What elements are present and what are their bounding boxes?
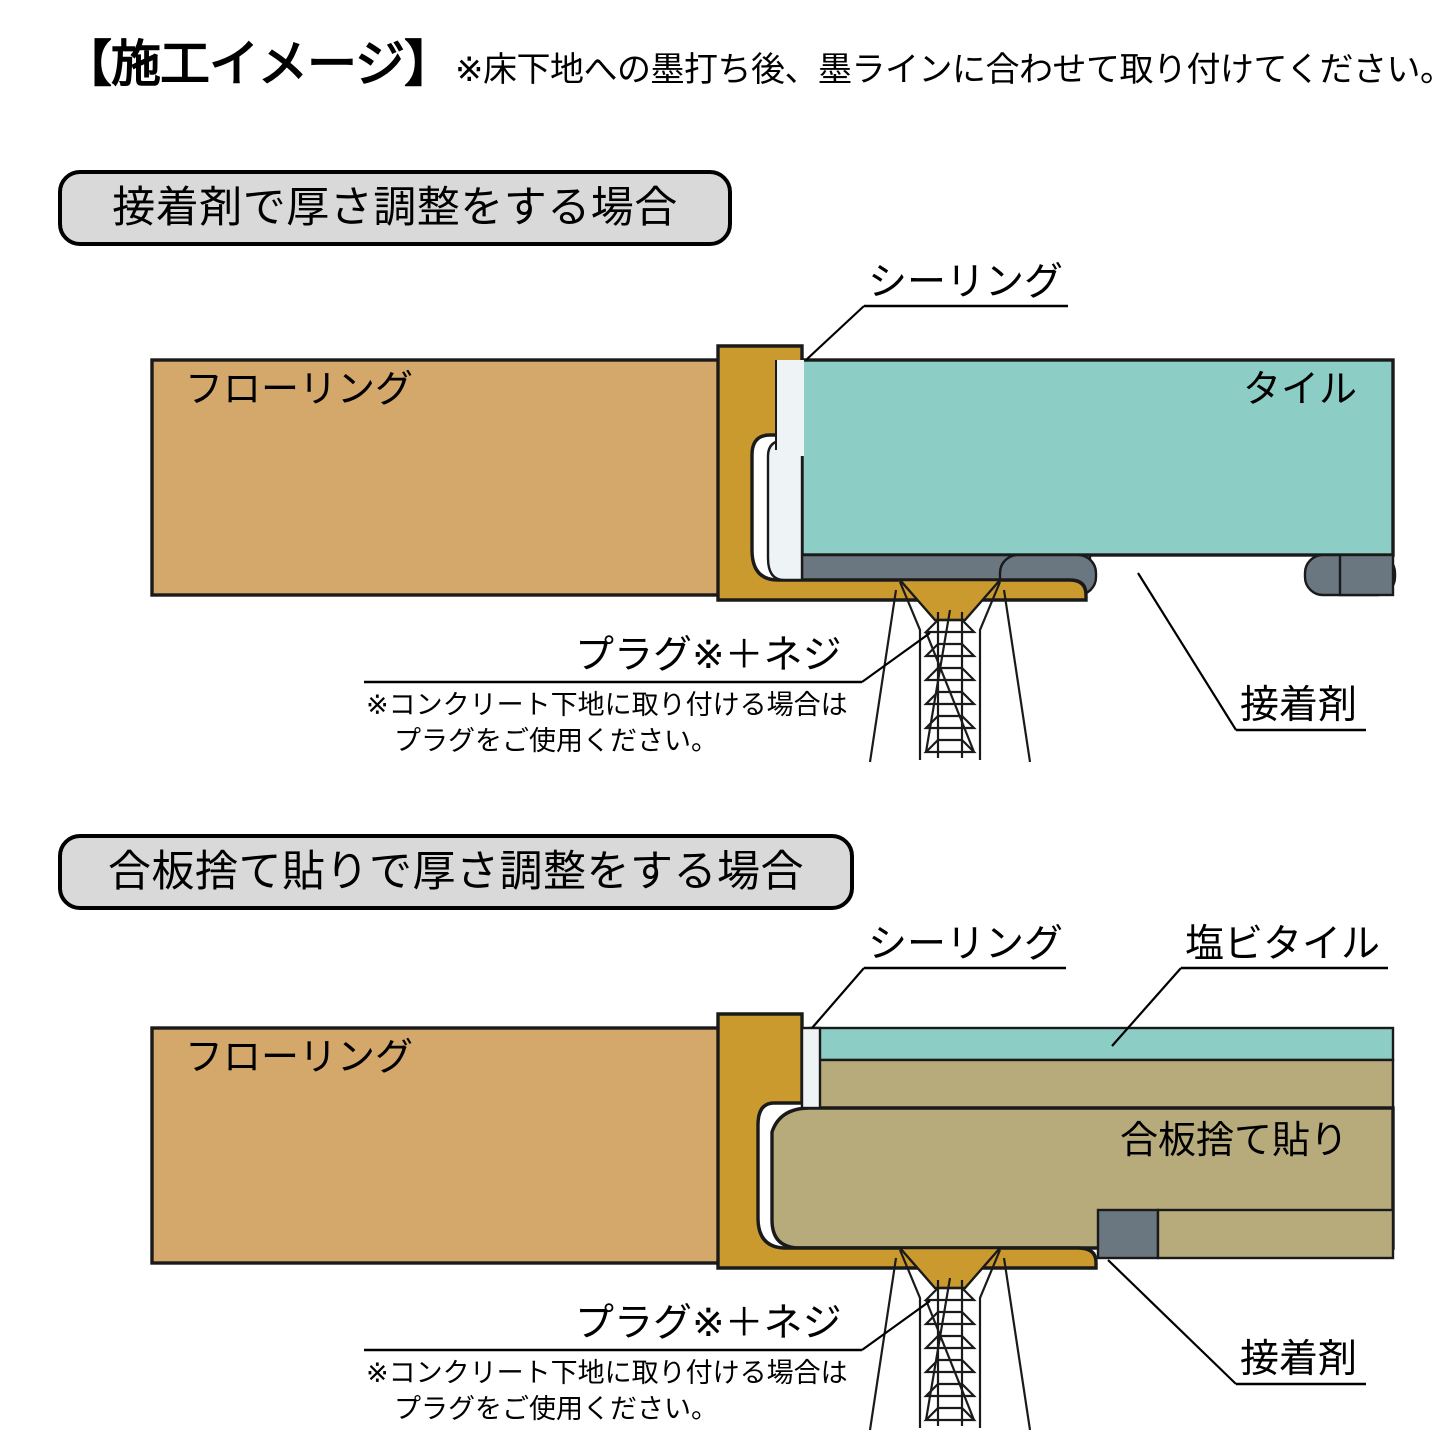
section-badge-adhesive: 接着剤で厚さ調整をする場合: [58, 170, 732, 246]
flooring-block: [150, 358, 724, 597]
label-flooring-2: フローリング: [185, 1037, 413, 1079]
label-plug-note-line1-2: ※コンクリート下地に取り付ける場合は: [366, 1358, 848, 1388]
transition-profile: [716, 344, 1088, 602]
label-plug-screw-leader-2: [861, 1300, 931, 1351]
page-title-note: ※床下地への墨打ち後、墨ラインに合わせて取り付けてください。: [455, 51, 1445, 89]
label-adhesive-leader: [1137, 572, 1237, 731]
label-tile: タイル: [1243, 369, 1357, 411]
label-sealing-leader-2: [811, 967, 865, 1029]
plug-taper-left-2: [898, 1249, 922, 1428]
diagram-plywood-underlay-thickness-adjustment: シーリング 塩ビタイル フローリング 合板捨て貼り プラグ※＋ネジ ※コンクリー…: [150, 923, 1395, 1431]
plug-outline-2: [868, 1257, 1032, 1431]
page-title-main: 【施工イメージ】: [62, 36, 454, 92]
label-plug-note-line2: プラグをご使用ください。: [394, 726, 718, 756]
section-badge-plywood-label: 合板捨て貼りで厚さ調整をする場合: [108, 847, 804, 896]
label-plug-note-line1: ※コンクリート下地に取り付ける場合は: [366, 690, 848, 720]
label-vinyl-tile: 塩ビタイル: [1185, 923, 1380, 966]
label-plug-screw-leader: [861, 632, 931, 683]
label-adhesive-2: 接着剤: [1240, 1338, 1357, 1381]
sealing-strip-upper: [776, 360, 804, 456]
sealing-strip-2: [800, 1026, 822, 1110]
label-vinyl-tile-leader: [1111, 967, 1182, 1047]
transition-profile-2: [716, 1012, 1098, 1270]
label-plywood: 合板捨て貼り: [1120, 1120, 1348, 1162]
label-plug-note-line2-2: プラグをご使用ください。: [394, 1394, 718, 1424]
screw-icon: [923, 609, 977, 758]
section-badge-adhesive-label: 接着剤で厚さ調整をする場合: [112, 183, 678, 232]
label-plug-screw-2: プラグ※＋ネジ: [575, 1302, 842, 1345]
label-adhesive-leader-2: [1107, 1259, 1237, 1385]
plug-taper-right: [978, 581, 1002, 760]
screw-countersink-2: [897, 1246, 1003, 1290]
screw-icon-2: [923, 1277, 977, 1426]
section-badge-plywood: 合板捨て貼りで厚さ調整をする場合: [58, 834, 854, 910]
label-flooring: フローリング: [185, 369, 413, 411]
tile-block: [800, 358, 1395, 557]
label-sealing: シーリング: [868, 261, 1063, 304]
adhesive-bed-right: [1338, 553, 1395, 597]
page-title: 【施工イメージ】 ※床下地への墨打ち後、墨ラインに合わせて取り付けてください。: [62, 24, 1445, 96]
plywood-bottom-strip: [1156, 1208, 1395, 1260]
adhesive-block-2: [1096, 1208, 1160, 1260]
plywood-upper-band: [808, 1058, 1395, 1110]
plug-taper-left: [898, 581, 922, 760]
diagram-adhesive-thickness-adjustment: シーリング フローリング タイル プラグ※＋ネジ ※コンクリート下地に取り付ける…: [150, 261, 1397, 763]
screw-countersink: [897, 578, 1003, 622]
label-sealing-2: シーリング: [868, 923, 1063, 966]
vinyl-tile-layer: [808, 1026, 1395, 1062]
plug-taper-right-2: [978, 1249, 1002, 1428]
label-sealing-leader: [805, 305, 865, 361]
plug-outline: [868, 589, 1032, 763]
label-plug-screw: プラグ※＋ネジ: [575, 634, 842, 677]
label-adhesive: 接着剤: [1240, 684, 1357, 727]
